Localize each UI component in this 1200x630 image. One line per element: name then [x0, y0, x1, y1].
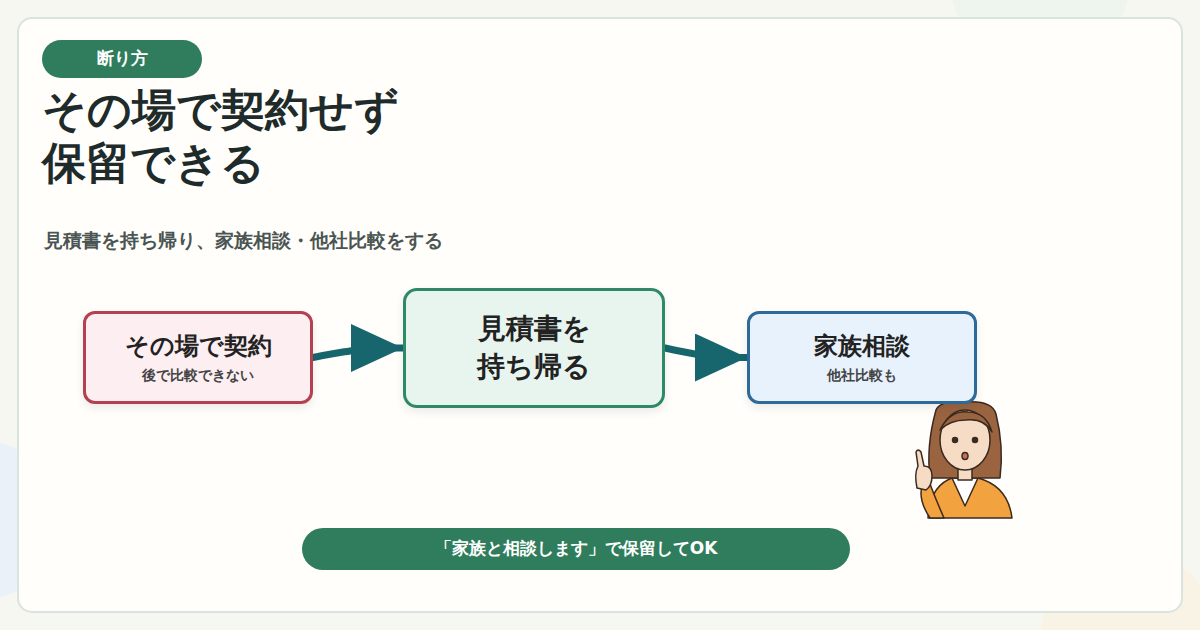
node-heading: その場で契約 — [125, 331, 272, 361]
eye — [953, 438, 958, 443]
mouth — [962, 453, 968, 460]
hair — [929, 402, 1001, 478]
eye — [973, 438, 978, 443]
node-heading: 家族相談 — [814, 331, 910, 361]
title: その場で契約せず 保留できる — [42, 84, 447, 190]
note-banner: 「家族と相談します」で保留してOK — [302, 528, 850, 570]
fringe — [940, 412, 992, 432]
process-box: その場で契約後で比較できない — [83, 311, 313, 404]
node-heading: 見積書を 持ち帰る — [464, 310, 604, 386]
node-heading: 断り方 — [97, 48, 148, 69]
card — [18, 18, 1182, 612]
node-note: 後で比較できない — [142, 367, 254, 385]
shirt — [952, 478, 978, 506]
process-box: 見積書を 持ち帰る — [403, 288, 665, 408]
subtitle: 見積書を持ち帰り、家族相談・他社比較をする — [44, 228, 443, 254]
raised-hand — [916, 450, 932, 490]
node-note: 他社比較も — [827, 367, 897, 385]
node-heading: 「家族と相談します」で保留してOK — [435, 538, 718, 559]
arrow-connector — [665, 348, 747, 358]
process-box: 家族相談他社比較も — [747, 311, 977, 404]
tag-pill: 断り方 — [42, 40, 202, 78]
arrow-connector — [313, 348, 403, 358]
